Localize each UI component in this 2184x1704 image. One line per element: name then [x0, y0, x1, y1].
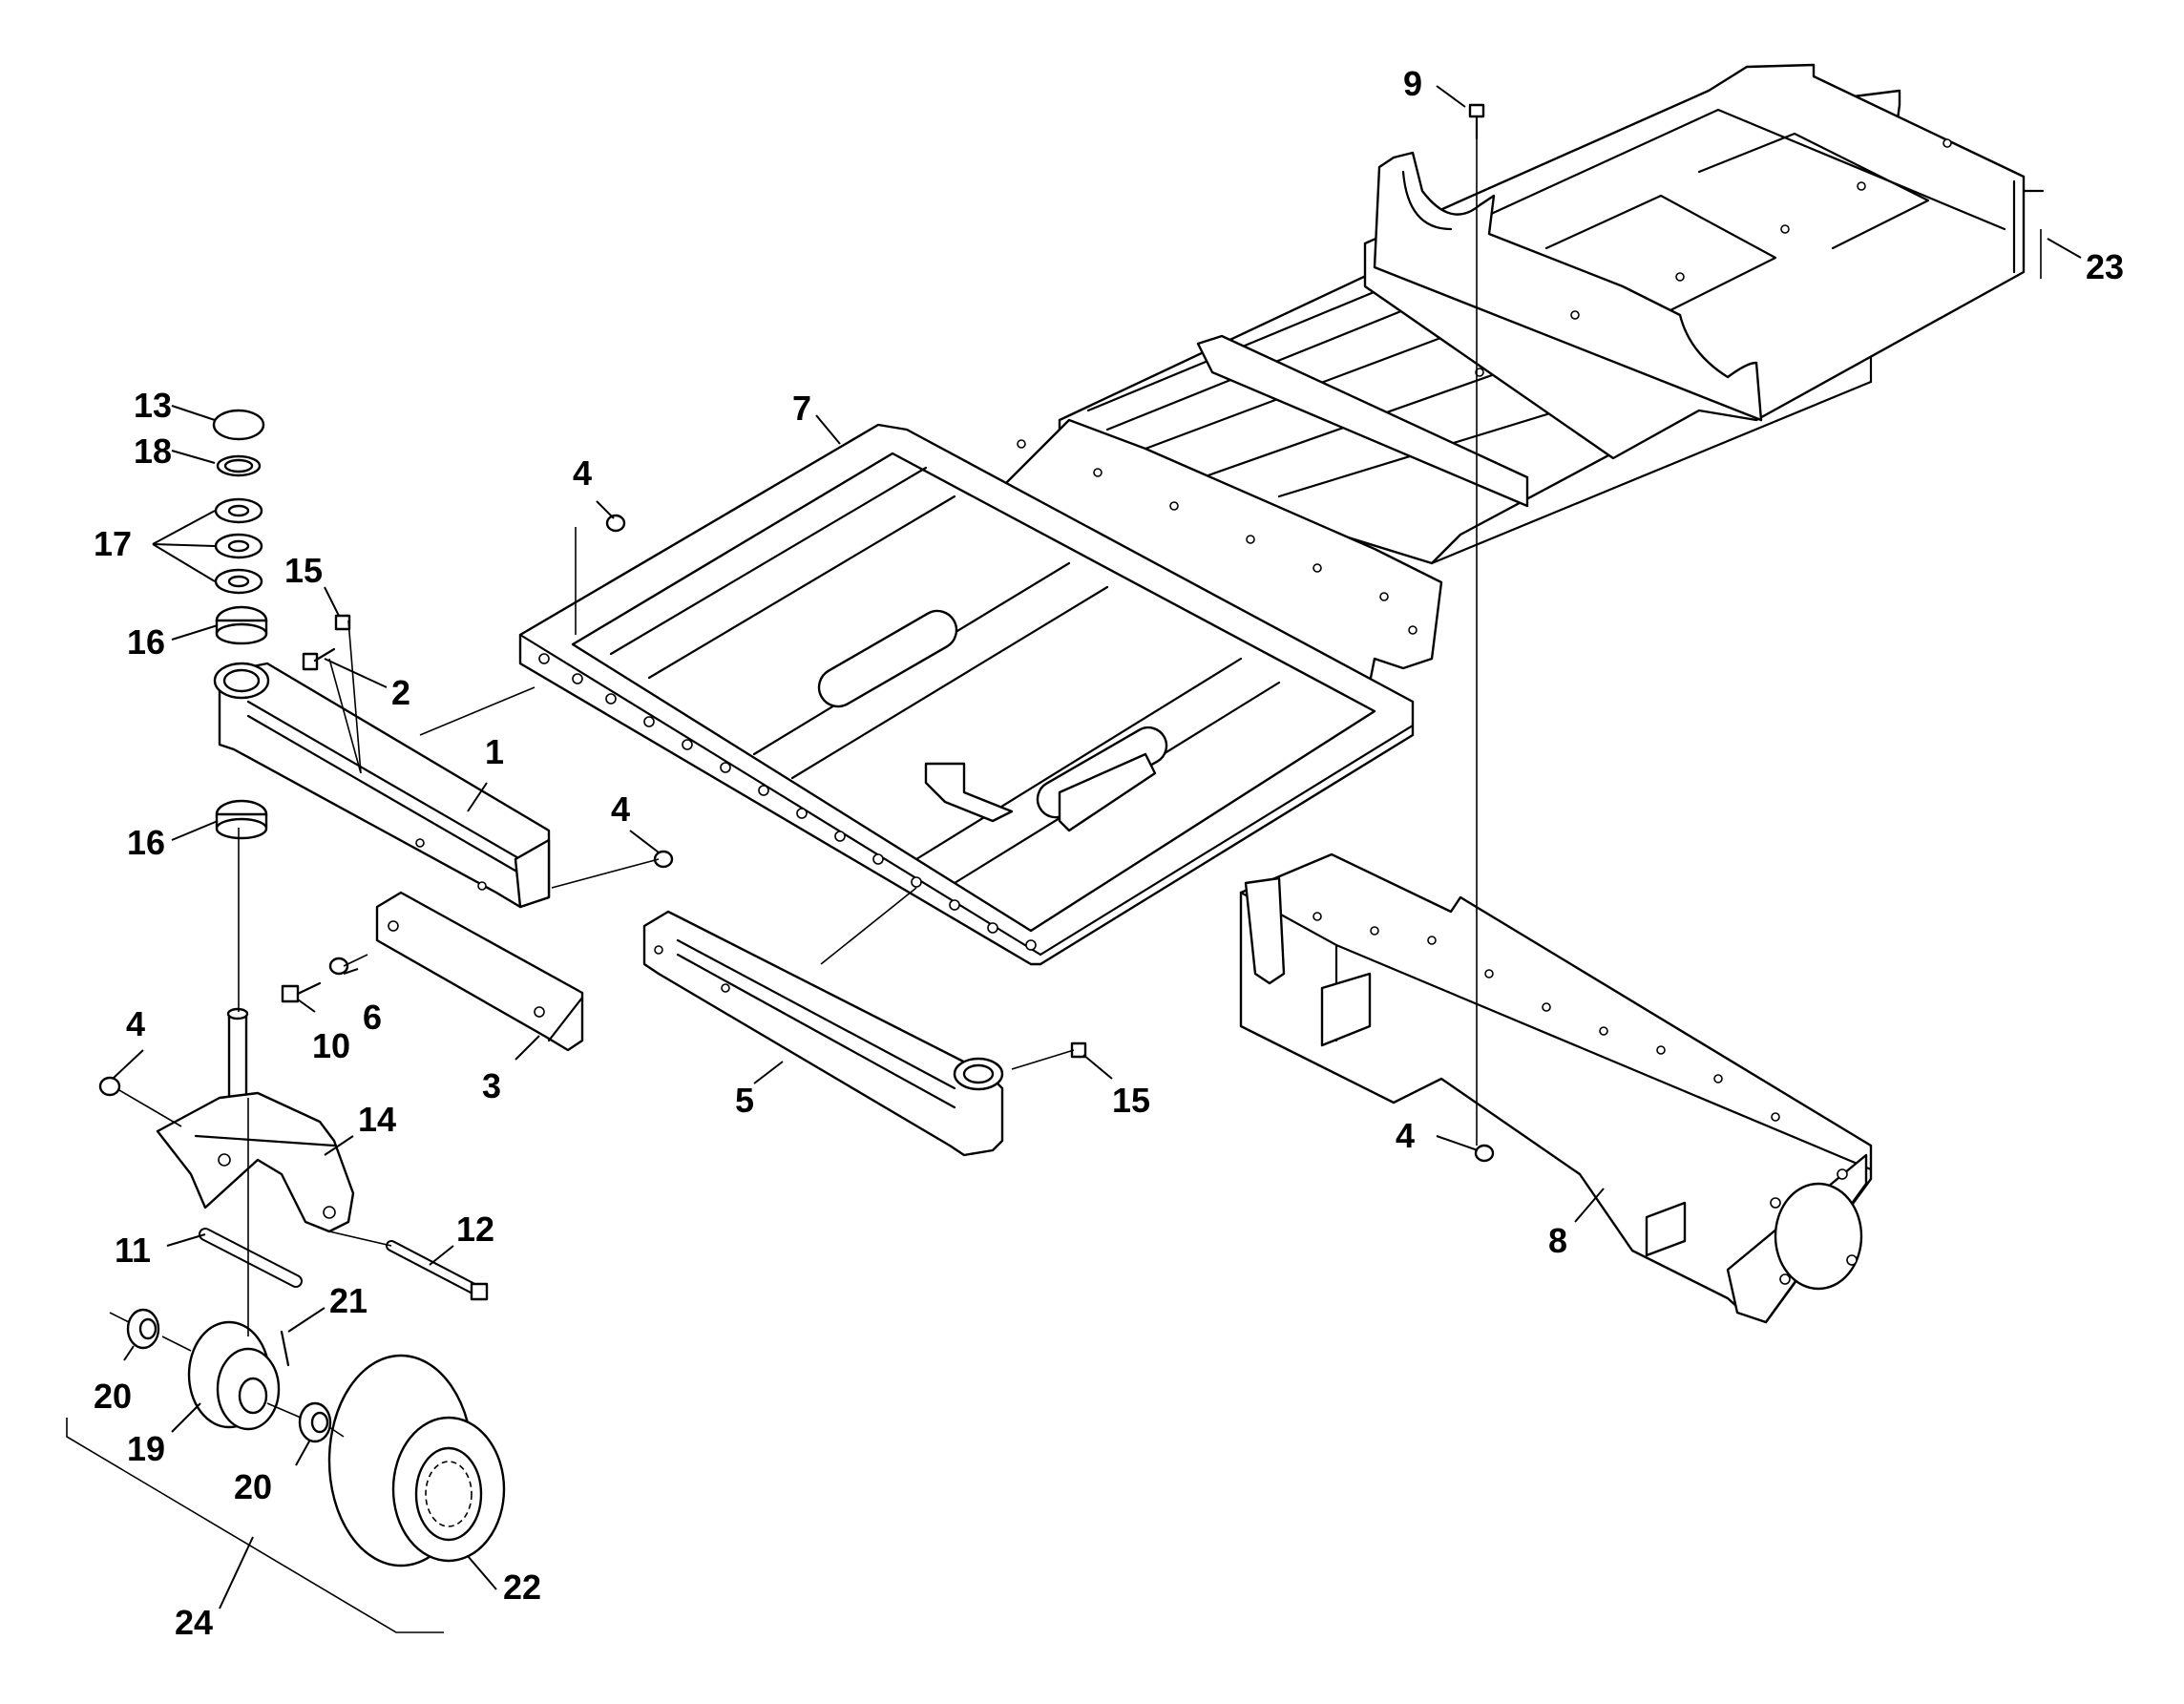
callout-4a: 4: [573, 453, 592, 493]
callout-23: 23: [2086, 247, 2124, 286]
callout-20b: 20: [234, 1467, 272, 1506]
leaders: [112, 85, 2082, 1609]
callout-14: 14: [358, 1100, 396, 1139]
part-3-bracket: [375, 891, 584, 1052]
part-2-bolt: [302, 652, 319, 671]
part-13-dust-cap: [212, 409, 265, 441]
part-1-caster-arm: [213, 662, 551, 909]
part-6-washer: [328, 957, 349, 976]
callout-8: 8: [1548, 1221, 1567, 1260]
callout-16b: 16: [127, 823, 165, 862]
assembly-lines: [66, 138, 2042, 1633]
callout-22: 22: [503, 1567, 541, 1607]
callout-4b: 4: [611, 789, 630, 829]
callout-13: 13: [134, 386, 172, 425]
callout-21: 21: [329, 1281, 368, 1320]
part-4-nut: [1474, 1144, 1495, 1163]
part-7-deck-frame: [518, 423, 1415, 966]
callout-9: 9: [1403, 64, 1422, 103]
callout-15b: 15: [1112, 1081, 1150, 1120]
part-10-bolt: [281, 984, 300, 1003]
callout-2: 2: [391, 673, 410, 712]
part-4-nut: [98, 1076, 121, 1097]
part-15-grease-fitting: [334, 614, 351, 631]
callout-20a: 20: [94, 1377, 132, 1416]
callout-16a: 16: [127, 622, 165, 662]
callout-24: 24: [175, 1603, 213, 1642]
callout-15a: 15: [284, 551, 323, 590]
callouts: 13 18 17 15 16 2 1 16 4 4 7 9 23 6 10 3 …: [94, 64, 2124, 1642]
callout-1: 1: [485, 732, 504, 771]
callout-10: 10: [312, 1026, 350, 1065]
part-4-nut: [653, 850, 674, 869]
callout-5: 5: [735, 1081, 754, 1120]
callout-12: 12: [456, 1210, 494, 1249]
callout-6: 6: [363, 998, 382, 1037]
callout-4d: 4: [1396, 1116, 1415, 1155]
callout-17: 17: [94, 524, 132, 563]
callout-7: 7: [792, 389, 811, 428]
hardware: [98, 103, 1495, 1567]
callout-4c: 4: [126, 1004, 145, 1043]
part-14-caster-fork: [156, 1007, 355, 1233]
part-15-grease-fitting: [1070, 1041, 1087, 1059]
part-5-caster-arm: [642, 910, 1004, 1157]
part-9-bolt: [1468, 103, 1485, 118]
callout-19: 19: [127, 1429, 165, 1468]
part-8-frame-rail: [1239, 852, 1873, 1324]
part-4-nut: [605, 514, 626, 533]
part-21-fitting: [280, 1330, 290, 1367]
callout-18: 18: [134, 431, 172, 471]
callout-11: 11: [115, 1231, 151, 1270]
callout-3: 3: [482, 1066, 501, 1105]
main-frame-rear-section: [991, 63, 2045, 708]
